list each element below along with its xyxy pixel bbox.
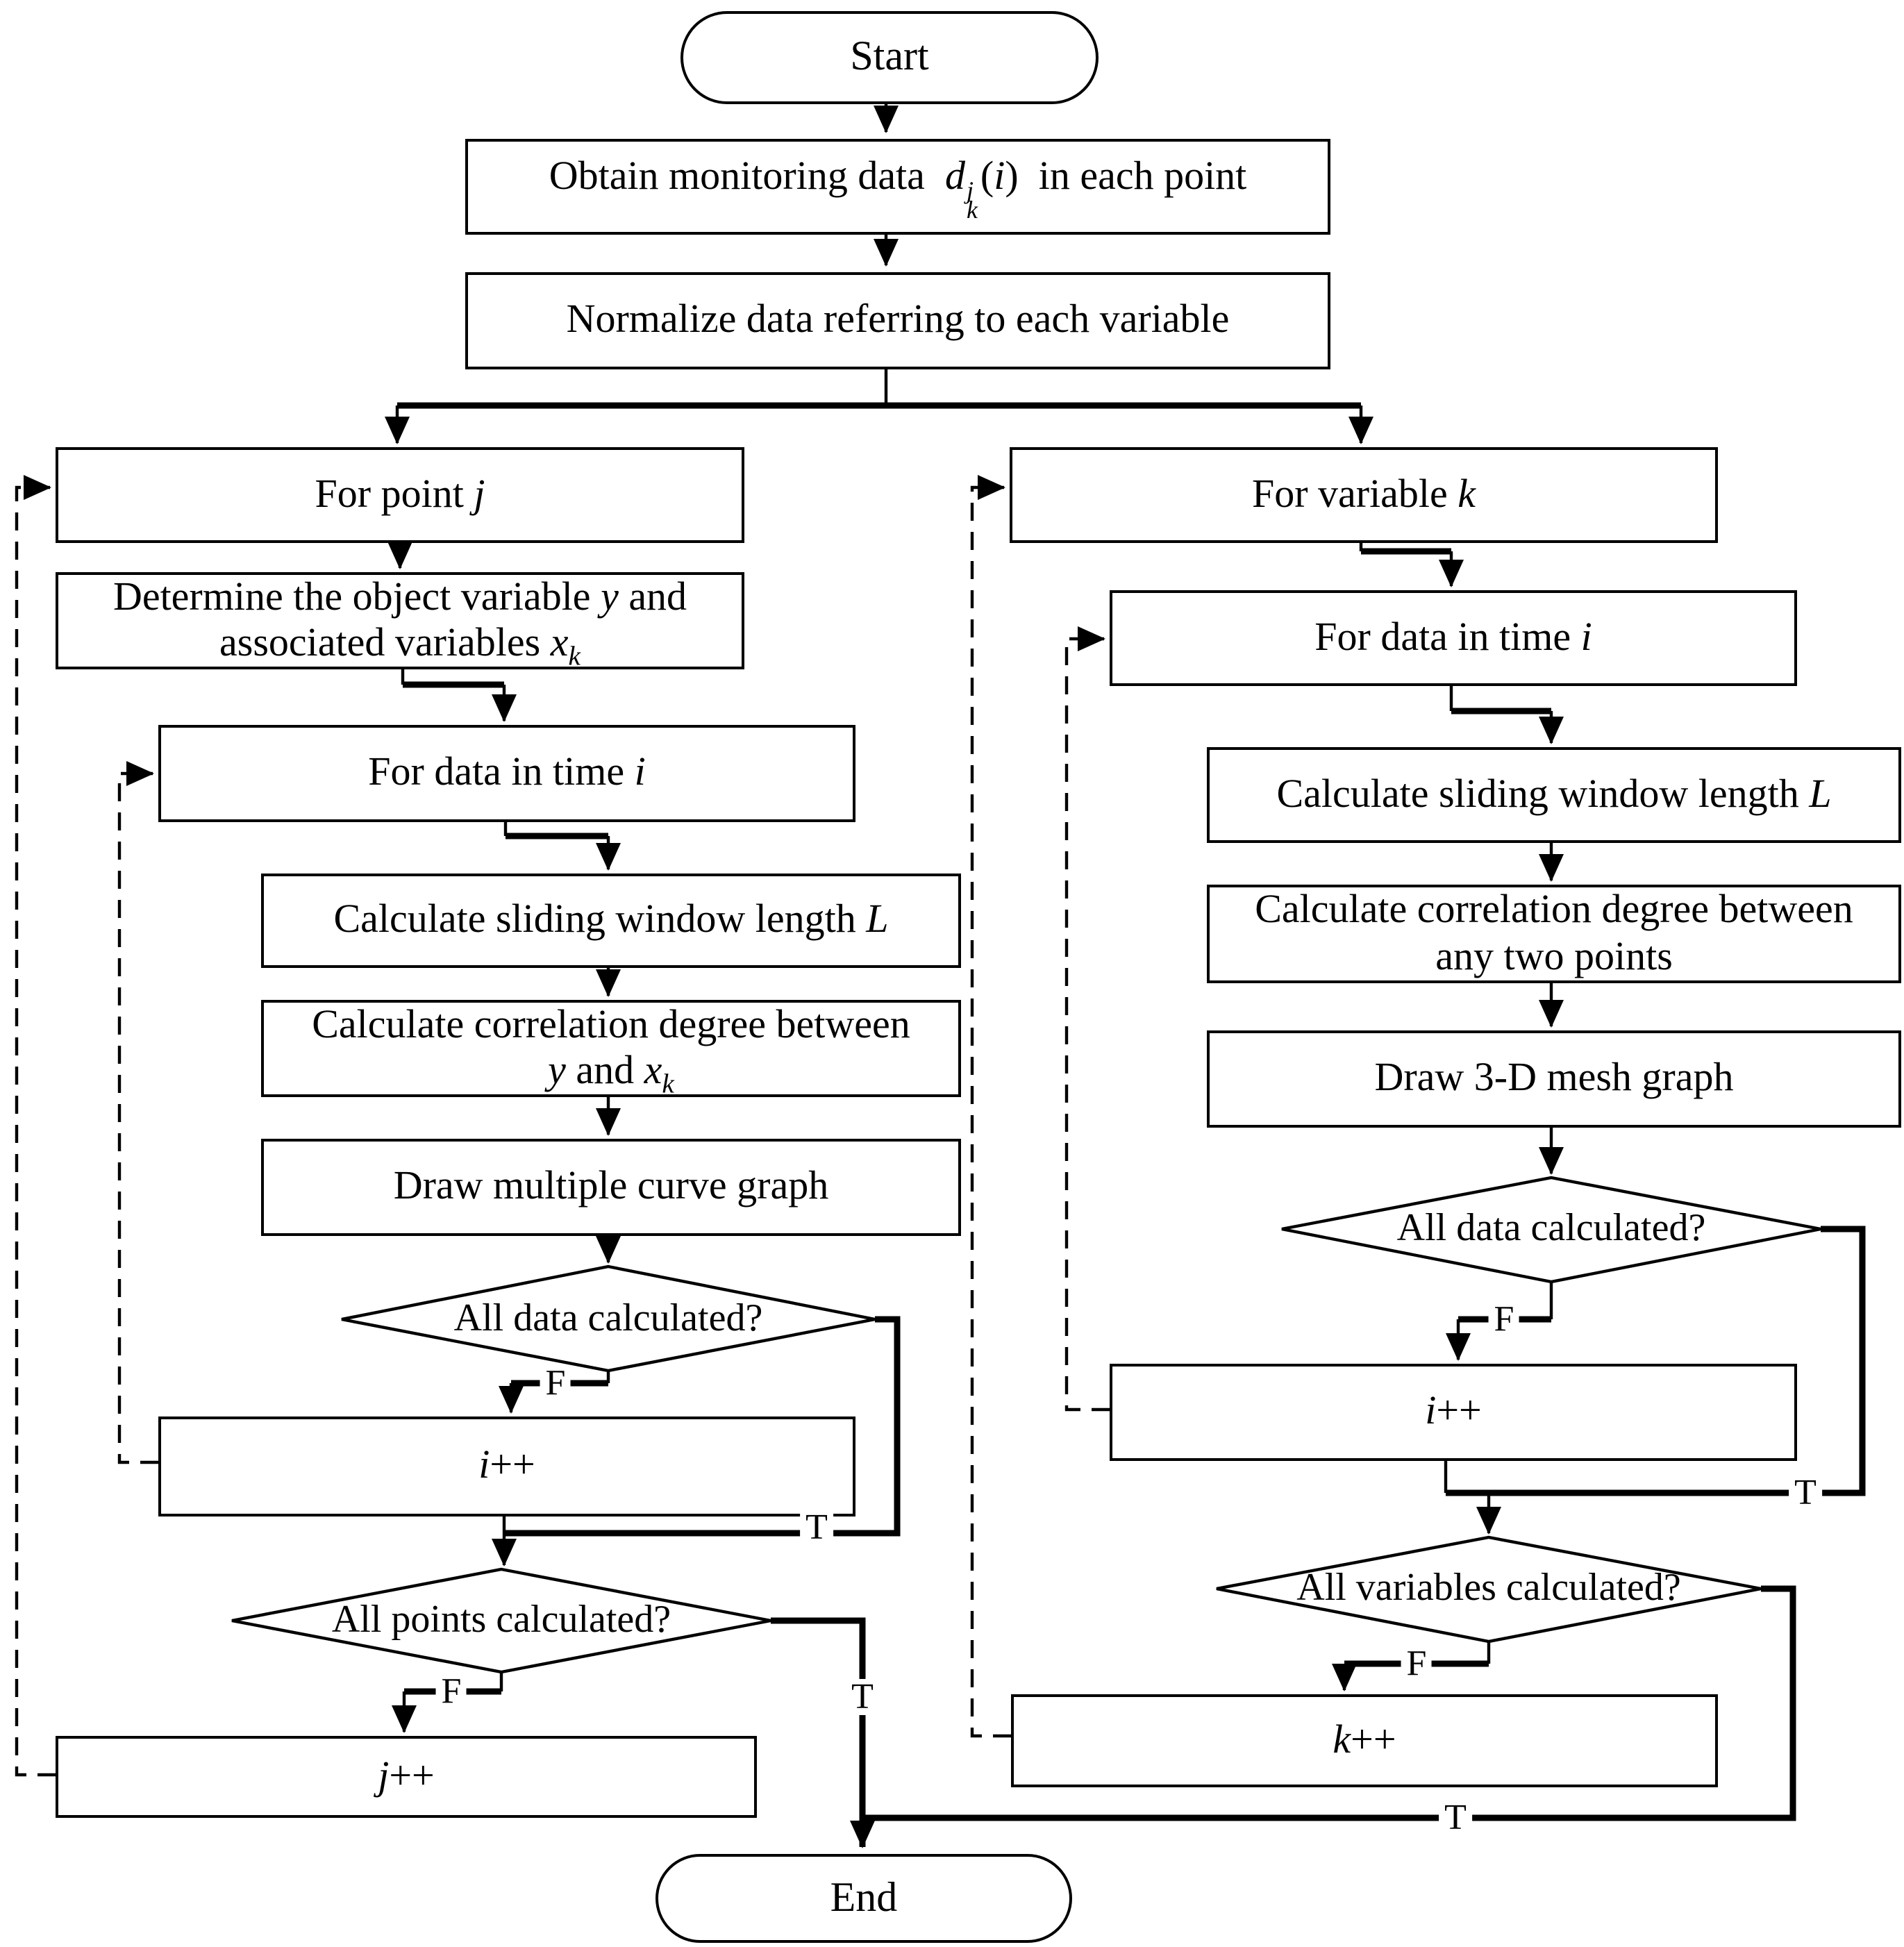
process-i-increment-right: i++ [1110, 1364, 1797, 1461]
loop-for-variable-k-label: For variable k [1251, 471, 1476, 517]
branch-label-true-all-points: T [846, 1678, 879, 1715]
branch-label-true-all-variables: T [1439, 1799, 1472, 1836]
edge-alldataright-t-loop [1446, 1226, 1866, 1496]
decision-all-data-left-shape [341, 1264, 876, 1373]
decision-all-data-left: All data calculated? [358, 1271, 858, 1368]
process-draw-3d-mesh-label: Draw 3-D mesh graph [1374, 1055, 1734, 1101]
decision-all-points-label: All points calculated? [331, 1598, 671, 1641]
process-i-increment-left-label: i++ [478, 1443, 535, 1488]
process-i-increment-left: i++ [158, 1417, 855, 1516]
process-draw-multiple-curve-label: Draw multiple curve graph [393, 1164, 829, 1209]
edge-alldataleft-t-loop [504, 1316, 901, 1537]
terminator-start-label: Start [850, 33, 929, 80]
process-i-increment-right-label: i++ [1425, 1389, 1482, 1434]
decision-all-variables-shape [1216, 1535, 1762, 1644]
terminator-end-label: End [830, 1874, 898, 1921]
edge-ippleft-loopback-dashed [117, 761, 158, 1464]
process-j-increment: j++ [56, 1736, 757, 1818]
loop-for-point-j: For point j [56, 447, 744, 543]
process-draw-3d-mesh: Draw 3-D mesh graph [1207, 1030, 1901, 1128]
process-calc-sliding-window-right-label: Calculate sliding window length L [1276, 771, 1832, 817]
terminator-end: End [655, 1854, 1072, 1943]
process-normalize-data: Normalize data referring to each variabl… [465, 272, 1330, 369]
decision-all-variables-label: All variables calculated? [1296, 1566, 1681, 1610]
edge-jpp-loopback-dashed [15, 475, 56, 1777]
process-calc-sliding-window-right: Calculate sliding window length L [1207, 747, 1901, 843]
loop-for-data-in-time-i-right: For data in time i [1110, 590, 1797, 686]
loop-for-variable-k: For variable k [1010, 447, 1718, 543]
process-k-increment: k++ [1011, 1694, 1718, 1787]
edge-allvars-t-end [862, 1585, 1796, 1821]
process-k-increment-label: k++ [1333, 1717, 1396, 1762]
decision-all-variables: All variables calculated? [1211, 1540, 1767, 1637]
process-normalize-data-label: Normalize data referring to each variabl… [566, 297, 1230, 342]
process-calc-sliding-window-left-label: Calculate sliding window length L [333, 897, 889, 942]
process-draw-multiple-curve: Draw multiple curve graph [261, 1139, 961, 1236]
loop-for-data-in-time-i-left-label: For data in time i [368, 750, 646, 795]
branch-label-false-all-points: F [435, 1673, 467, 1710]
loop-for-data-in-time-i-right-label: For data in time i [1314, 615, 1592, 660]
loop-for-data-in-time-i-left: For data in time i [158, 725, 855, 822]
decision-all-data-left-label: All data calculated? [453, 1296, 763, 1340]
loop-for-point-j-label: For point j [315, 471, 485, 517]
branch-label-false-all-data-right: F [1488, 1301, 1520, 1337]
branch-label-false-all-data-left: F [540, 1364, 571, 1401]
edge-kpp-loopback-dashed [970, 475, 1011, 1738]
decision-all-data-right: All data calculated? [1301, 1180, 1801, 1278]
branch-label-true-all-data-left: T [800, 1509, 833, 1546]
edge-ippright-loopback-dashed [1064, 626, 1110, 1412]
terminator-start: Start [680, 11, 1099, 104]
process-j-increment-label: j++ [378, 1753, 435, 1798]
decision-all-points: All points calculated? [251, 1572, 751, 1669]
decision-all-points-shape [231, 1567, 771, 1674]
process-calc-sliding-window-left: Calculate sliding window length L [261, 874, 961, 968]
decision-all-data-right-shape [1281, 1176, 1821, 1284]
decision-all-data-right-label: All data calculated? [1396, 1206, 1706, 1250]
branch-label-false-all-variables: F [1401, 1645, 1433, 1682]
edge-allpoints-t-end [771, 1617, 875, 1848]
branch-label-true-all-data-right: T [1789, 1474, 1822, 1511]
